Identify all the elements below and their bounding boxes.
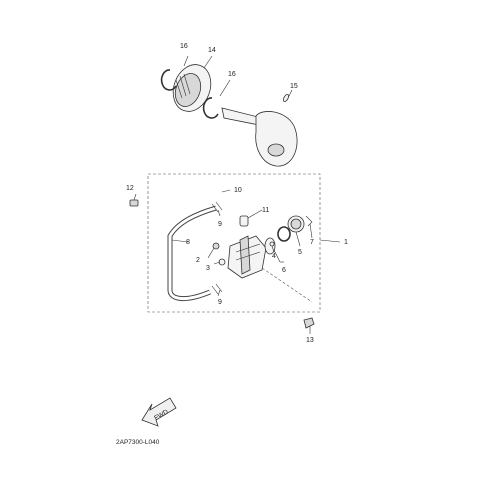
callout-2: 2 <box>196 257 200 264</box>
clip-part-9-bottom[interactable] <box>211 283 223 295</box>
callout-1: 1 <box>344 239 348 246</box>
o-ring-part[interactable] <box>277 226 291 242</box>
hose-part-10[interactable] <box>167 188 224 222</box>
bolt-part-12[interactable] <box>129 199 139 207</box>
circlip-part-16-right[interactable] <box>202 97 219 119</box>
callout-14: 14 <box>208 47 216 54</box>
callout-5: 5 <box>298 249 302 256</box>
gear-part-14[interactable] <box>167 59 217 116</box>
callout-13: 13 <box>306 337 314 344</box>
fitting-part-11[interactable] <box>239 215 249 227</box>
part-4[interactable] <box>269 241 275 247</box>
callout-11: 11 <box>262 207 269 214</box>
leader-lines <box>133 55 341 334</box>
callout-7: 7 <box>310 239 314 246</box>
cap-part-5[interactable] <box>287 215 305 233</box>
callout-16-right: 16 <box>228 71 236 78</box>
part-6[interactable] <box>273 249 281 263</box>
circlip-part-16-left[interactable] <box>160 69 177 91</box>
assembly-group-box <box>147 173 321 313</box>
callout-4: 4 <box>272 253 276 260</box>
callout-15: 15 <box>290 83 298 90</box>
diagram-code: 2AP7300-L040 <box>116 439 160 446</box>
fwd-arrow-icon: FWD <box>141 397 177 427</box>
bolt-part-2[interactable] <box>212 242 220 250</box>
callout-6: 6 <box>282 267 286 274</box>
callout-9-bottom: 9 <box>218 299 222 306</box>
washer-part-3[interactable] <box>218 258 226 266</box>
clip-part-7[interactable] <box>305 215 313 227</box>
shaft-part-15[interactable] <box>221 93 298 167</box>
clip-part-9-top[interactable] <box>211 201 223 213</box>
callout-3: 3 <box>206 265 210 272</box>
callout-8: 8 <box>186 239 190 246</box>
callout-10: 10 <box>234 187 242 194</box>
callout-12: 12 <box>126 185 134 192</box>
bolt-part-13[interactable] <box>303 317 315 329</box>
callout-16-left: 16 <box>180 43 188 50</box>
oil-pump-body[interactable] <box>227 235 276 279</box>
hose-part-8[interactable] <box>167 205 217 301</box>
callout-9-top: 9 <box>218 221 222 228</box>
